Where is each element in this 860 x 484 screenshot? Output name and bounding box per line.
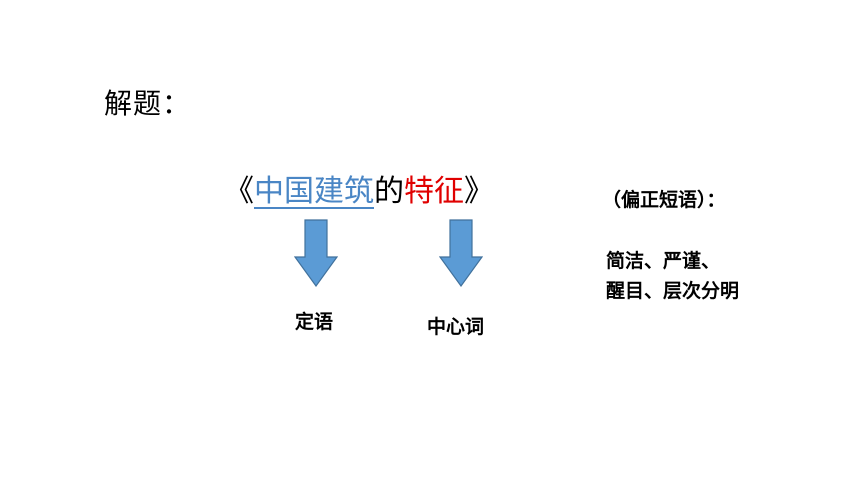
note-line: 简洁、严谨、	[606, 250, 721, 272]
title-modifier: 中国建筑	[254, 174, 374, 209]
title-close-bracket: 》	[464, 174, 494, 209]
essay-title: 《中国建筑的特征》	[224, 169, 494, 215]
phrase-type-note: （偏正短语）：	[602, 189, 726, 211]
title-head-word: 特征	[404, 174, 464, 209]
note-line: 醒目、层次分明	[606, 280, 740, 302]
head-word-label: 中心词	[427, 316, 485, 338]
modifier-label: 定语	[295, 311, 334, 333]
title-qualities-note: 简洁、严谨、 醒目、层次分明	[606, 246, 739, 306]
down-arrow-icon	[294, 219, 338, 287]
down-arrow-icon	[439, 219, 483, 287]
title-open-bracket: 《	[224, 174, 254, 209]
title-particle: 的	[374, 174, 404, 209]
slide-heading: 解题：	[104, 87, 192, 120]
